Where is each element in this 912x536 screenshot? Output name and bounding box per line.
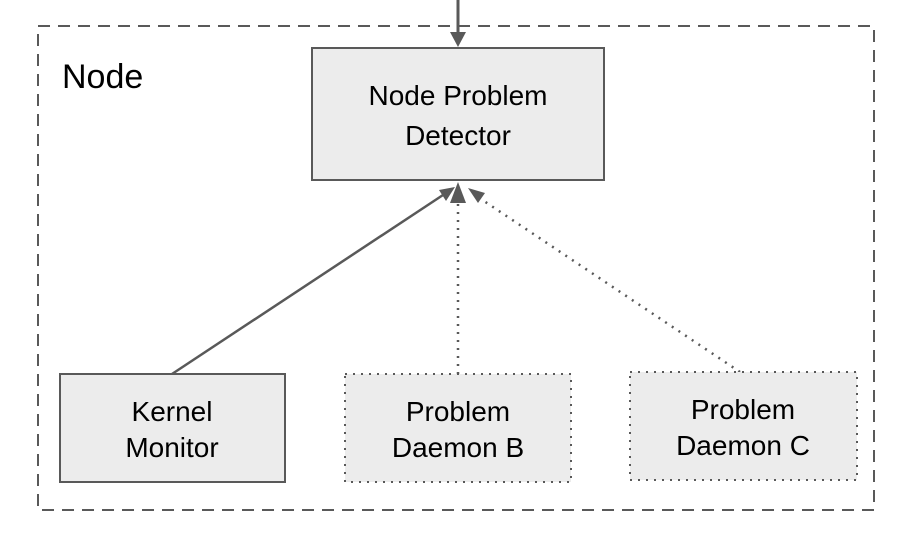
detector-label-line1: Node Problem	[369, 80, 548, 111]
daemon-b-label-line1: Problem	[406, 396, 510, 427]
node-problem-detector-box: Node Problem Detector	[311, 47, 605, 181]
kernel-arrow-head	[439, 187, 455, 201]
kernel-monitor-label-line1: Kernel	[132, 396, 213, 427]
daemon-b-arrow-head	[450, 182, 466, 203]
kernel-monitor-label-line2: Monitor	[125, 432, 218, 463]
detector-label-line2: Detector	[405, 120, 511, 151]
incoming-arrow-head	[450, 32, 466, 47]
kernel-monitor-box: Kernel Monitor	[59, 373, 286, 483]
daemon-b-label-line2: Daemon B	[392, 432, 524, 463]
daemon-c-to-detector-arrow	[477, 195, 741, 374]
problem-daemon-b-box: Problem Daemon B	[344, 373, 572, 483]
kernel-to-detector-arrow	[171, 193, 444, 376]
problem-daemon-c-box: Problem Daemon C	[629, 371, 858, 481]
daemon-c-label-line2: Daemon C	[676, 430, 810, 461]
daemon-c-arrow-head	[468, 188, 485, 203]
node-title: Node	[62, 58, 143, 96]
daemon-c-label-line1: Problem	[691, 394, 795, 425]
